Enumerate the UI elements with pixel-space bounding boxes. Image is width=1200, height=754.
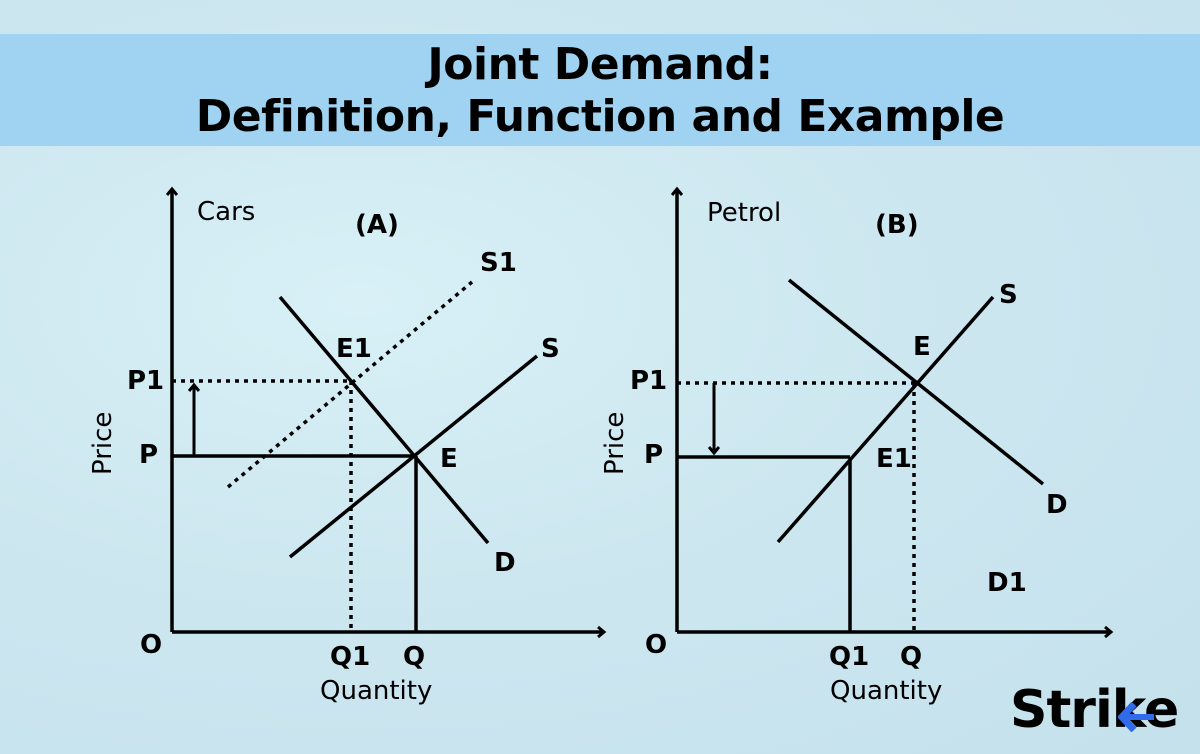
a-good-label: Cars: [197, 197, 256, 227]
a-price-p-label: P: [139, 440, 159, 470]
b-curve-s-label: S: [999, 280, 1018, 310]
b-panel-label: (B): [875, 210, 919, 240]
a-origin-label: O: [140, 630, 163, 660]
a-curve-d-label: D: [494, 548, 516, 578]
b-demand-curve: [787, 278, 1045, 486]
a-quantity-q-label: Q: [403, 642, 426, 672]
b-point-e-label: E: [913, 332, 931, 362]
b-quantity-q1-label: Q1: [829, 642, 870, 672]
a-panel-label: (A): [355, 210, 399, 240]
a-point-e1-label: E1: [336, 334, 372, 364]
a-quantity-q1-label: Q1: [330, 642, 371, 672]
logo-accent-arrow-icon: [1118, 702, 1154, 732]
page-title-line2: Definition, Function and Example: [195, 91, 1005, 142]
b-curve-d1-label: D1: [987, 568, 1027, 598]
diagram-a: [172, 190, 603, 632]
b-price-p-label: P: [644, 440, 664, 470]
b-quantity-q-label: Q: [900, 642, 923, 672]
a-price-p1-label: P1: [127, 366, 165, 396]
b-supply-curve: [776, 295, 995, 544]
b-origin-label: O: [645, 630, 668, 660]
page-title-line1: Joint Demand:: [427, 39, 773, 90]
b-curve-d-label: D: [1046, 490, 1068, 520]
a-curve-s1-label: S1: [480, 248, 517, 278]
diagram-b: [677, 190, 1110, 632]
b-price-p1-label: P1: [630, 366, 668, 396]
a-curve-s-label: S: [541, 334, 560, 364]
a-x-axis-label: Quantity: [320, 676, 433, 706]
b-x-axis-label: Quantity: [830, 676, 943, 706]
a-point-e-label: E: [440, 444, 458, 474]
a-y-axis-label: Price: [88, 411, 118, 475]
b-point-e1-label: E1: [876, 444, 912, 474]
b-good-label: Petrol: [707, 198, 782, 228]
logo-text: Strike: [1010, 680, 1179, 740]
b-y-axis-label: Price: [600, 411, 630, 475]
strike-logo: Strike: [1010, 680, 1179, 740]
a-demand-curve: [278, 295, 490, 545]
title-banner: [0, 34, 1200, 146]
